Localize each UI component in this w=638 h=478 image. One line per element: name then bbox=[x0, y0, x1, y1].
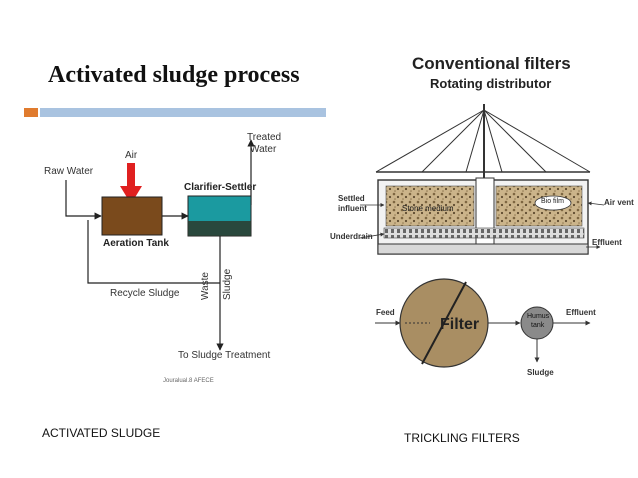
waste-sludge-label-2: Sludge bbox=[222, 268, 233, 300]
clarifier-settler-label: Clarifier-Settler bbox=[184, 182, 257, 193]
to-sludge-treatment-label: To Sludge Treatment bbox=[178, 350, 271, 361]
treated-water-label-2: Water bbox=[250, 144, 277, 155]
aeration-tank-label: Aeration Tank bbox=[103, 238, 169, 249]
activated-sludge-diagram bbox=[65, 139, 255, 351]
filter-label: Filter bbox=[440, 316, 480, 333]
humus-tank-label-2: tank bbox=[531, 322, 545, 329]
raw-water-label: Raw Water bbox=[44, 166, 94, 177]
activated-sludge-caption: ACTIVATED SLUDGE bbox=[42, 426, 161, 440]
bio-film-label: Bio film bbox=[541, 198, 564, 205]
treated-water-label-1: Treated bbox=[247, 132, 282, 143]
underdrain bbox=[383, 227, 585, 239]
title-accent-orange bbox=[24, 108, 38, 117]
activated-sludge-title: Activated sludge process bbox=[48, 62, 300, 88]
recycle-sludge-label: Recycle Sludge bbox=[110, 288, 180, 299]
rotating-distributor bbox=[375, 104, 591, 180]
underdrain-label: Underdrain bbox=[330, 232, 373, 241]
waste-sludge-label-1: Waste bbox=[200, 272, 211, 300]
aeration-tank bbox=[101, 196, 163, 236]
air-label: Air bbox=[125, 150, 138, 161]
stone-medium-label: Stone medium bbox=[402, 204, 454, 213]
effluent-bottom-label: Effluent bbox=[566, 308, 596, 317]
trickling-filters-caption: TRICKLING FILTERS bbox=[404, 431, 520, 445]
air-arrow-icon bbox=[120, 163, 142, 204]
trickling-filter-subtitle: Rotating distributor bbox=[430, 76, 552, 91]
title-accent-blue bbox=[40, 108, 326, 117]
bio-film-bubble bbox=[534, 195, 572, 211]
effluent-top-label: Effluent bbox=[592, 238, 622, 247]
humus-tank-label-1: Humus bbox=[527, 313, 550, 320]
trickling-filter-diagram bbox=[359, 104, 605, 368]
feed-label: Feed bbox=[376, 308, 395, 317]
raw-water-line bbox=[65, 180, 102, 220]
settled-influent-label-1: Settled bbox=[338, 194, 365, 203]
recycle-sludge-line bbox=[87, 220, 220, 284]
clarifier-settler-tank bbox=[187, 195, 252, 237]
sludge-label: Sludge bbox=[527, 368, 554, 377]
credit-label: Jouralual.8 AFECE bbox=[163, 378, 214, 384]
stone-medium-left bbox=[385, 185, 475, 227]
air-vent-label: Air vent bbox=[604, 198, 634, 207]
tank-floor bbox=[377, 243, 589, 255]
settled-influent-label-2: influent bbox=[338, 204, 367, 213]
trickling-filter-title: Conventional filters bbox=[412, 54, 571, 73]
